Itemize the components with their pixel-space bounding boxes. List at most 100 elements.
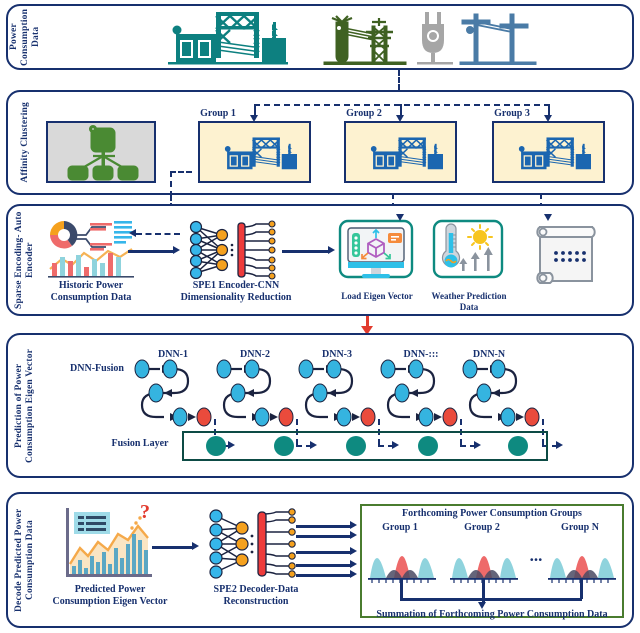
summation-branch-2 <box>482 579 485 590</box>
branch-to-group3 <box>548 104 550 116</box>
predicted-power-chart-icon: ? <box>66 501 152 577</box>
panel-sparse-encoding: Sparse Encoding- Auto Encoder <box>6 204 634 316</box>
fusion-node <box>346 436 366 456</box>
dnn-block-3 <box>298 359 376 427</box>
dnn-block-1 <box>134 359 212 427</box>
panel-label-power-consumption-data: Power Consumption Data <box>9 6 41 68</box>
decoder-output-line <box>296 574 352 577</box>
panel-label-text: Prediction of Power Consumption Eigen Ve… <box>14 348 35 463</box>
panel-label-affinity-clustering: Affinity Clustering <box>12 92 38 193</box>
arrow-to-group3 <box>544 115 552 122</box>
panel-label-prediction: Prediction of Power Consumption Eigen Ve… <box>12 335 38 476</box>
summation-label: Summation of Forthcoming Power Consumpti… <box>376 609 608 620</box>
fusion-link-5-h <box>542 445 558 447</box>
fusion-link-3-h <box>378 445 394 447</box>
fusion-link-4-arrow <box>474 441 481 449</box>
arrow-historic-to-encoder-line <box>128 250 174 253</box>
scroll-document-icon <box>536 226 596 284</box>
distribution-group-1 <box>368 556 436 583</box>
decoder-output-line <box>296 551 352 554</box>
arrow-encoder-to-eigen-line <box>282 250 330 253</box>
load-eigen-vector-label: Load Eigen Vector <box>341 291 413 301</box>
affinity-cluster-icon <box>67 125 139 181</box>
group-1-box <box>198 121 311 183</box>
dnn-block-label-3: DNN-3 <box>322 349 352 360</box>
panel-decode: Decode Predicted Power Consumption Data <box>6 492 634 628</box>
decoder-output-arrow <box>350 560 357 568</box>
arrow-into-scroll <box>544 214 552 221</box>
group-3-label: Group 3 <box>494 108 530 119</box>
dnn-block-label-5: DNN-N <box>472 349 506 360</box>
dnn-block-label-4: DNN-::: <box>403 349 439 360</box>
group-2-label: Group 2 <box>346 108 382 119</box>
spe1-encoder-icon <box>189 220 276 280</box>
historic-data-icon <box>48 221 134 278</box>
dnn-block-4 <box>380 359 458 427</box>
red-connector-line <box>366 316 369 328</box>
fusion-link-3-arrow <box>392 441 399 449</box>
dnn-block-5 <box>462 359 540 427</box>
output-group-1-label: Group 1 <box>382 522 418 533</box>
power-plug-icon <box>417 12 453 65</box>
distribution-group-n <box>548 556 616 583</box>
affinity-cluster-box <box>46 121 156 183</box>
dnn-fusion-label: DNN-Fusion <box>70 363 124 374</box>
connector-p1-p2 <box>398 70 400 90</box>
substation-icon <box>518 137 591 170</box>
spe2-decoder-label: SPE2 Decoder-Data Reconstruction <box>213 584 299 607</box>
arrow-historic-to-encoder-head <box>173 246 180 254</box>
dnn-block-label-1: DNN-1 <box>158 349 188 360</box>
red-connector-arrow <box>361 326 373 335</box>
fusion-link-1-arrow <box>228 441 235 449</box>
arrow-predicted-to-decoder-head <box>192 542 199 550</box>
dnn-block-2 <box>216 359 294 427</box>
weather-prediction-label: Weather Prediction Data <box>431 291 507 312</box>
load-eigen-vector-icon <box>338 219 414 279</box>
panel-power-consumption-data: Power Consumption Data <box>6 4 634 70</box>
fusion-node <box>508 436 528 456</box>
summation-branch-1 <box>400 579 403 599</box>
decoder-output-line <box>296 525 352 528</box>
distribution-group-2 <box>450 556 518 583</box>
summation-arrow <box>478 602 486 609</box>
panel-label-text: Decode Predicted Power Consumption Data <box>14 508 35 612</box>
historic-data-label: Historic Power Consumption Data <box>50 280 132 303</box>
svg-text:?: ? <box>140 501 150 523</box>
transmission-tower-icon <box>323 15 407 65</box>
fusion-link-5-arrow <box>556 441 563 449</box>
fusion-node <box>206 436 226 456</box>
arrow-encoder-to-eigen-head <box>328 246 335 254</box>
predicted-power-label: Predicted Power Consumption Eigen Vector <box>52 584 168 607</box>
summation-down <box>482 590 485 604</box>
fusion-link-4-h <box>460 445 476 447</box>
weather-prediction-icon <box>432 219 504 279</box>
panel-affinity-clustering: Affinity Clustering Group 1 <box>6 90 634 195</box>
fusion-link-2-h <box>296 445 312 447</box>
branch-to-group2 <box>400 104 402 116</box>
arrow-into-eigen <box>396 214 404 221</box>
arrow-predicted-to-decoder-line <box>152 546 194 549</box>
decoder-output-arrow <box>350 521 357 529</box>
branch-to-group1 <box>254 104 256 116</box>
spe1-encoder-label: SPE1 Encoder-CNN Dimensionality Reductio… <box>180 280 292 303</box>
fusion-layer-label: Fusion Layer <box>111 438 169 449</box>
distribution-bus <box>254 104 550 106</box>
panel-label-text: Affinity Clustering <box>19 102 30 183</box>
substation-icon <box>370 137 443 170</box>
dnn-block-label-2: DNN-2 <box>240 349 270 360</box>
substation-icon <box>168 12 288 65</box>
arrow-to-group1 <box>250 115 258 122</box>
panel-prediction: Prediction of Power Consumption Eigen Ve… <box>6 333 634 478</box>
group-3-box <box>492 121 605 183</box>
decoder-output-line <box>296 535 352 538</box>
connector-group1-left <box>170 171 192 173</box>
panel-label-decode: Decode Predicted Power Consumption Data <box>12 494 38 626</box>
decoder-output-arrow <box>350 531 357 539</box>
group-2-box <box>344 121 457 183</box>
fusion-layer-box <box>182 431 548 461</box>
spe2-decoder-icon <box>209 508 296 579</box>
connector-group1-up <box>170 171 172 197</box>
fusion-node <box>274 436 294 456</box>
summation-branch-n <box>580 579 583 599</box>
